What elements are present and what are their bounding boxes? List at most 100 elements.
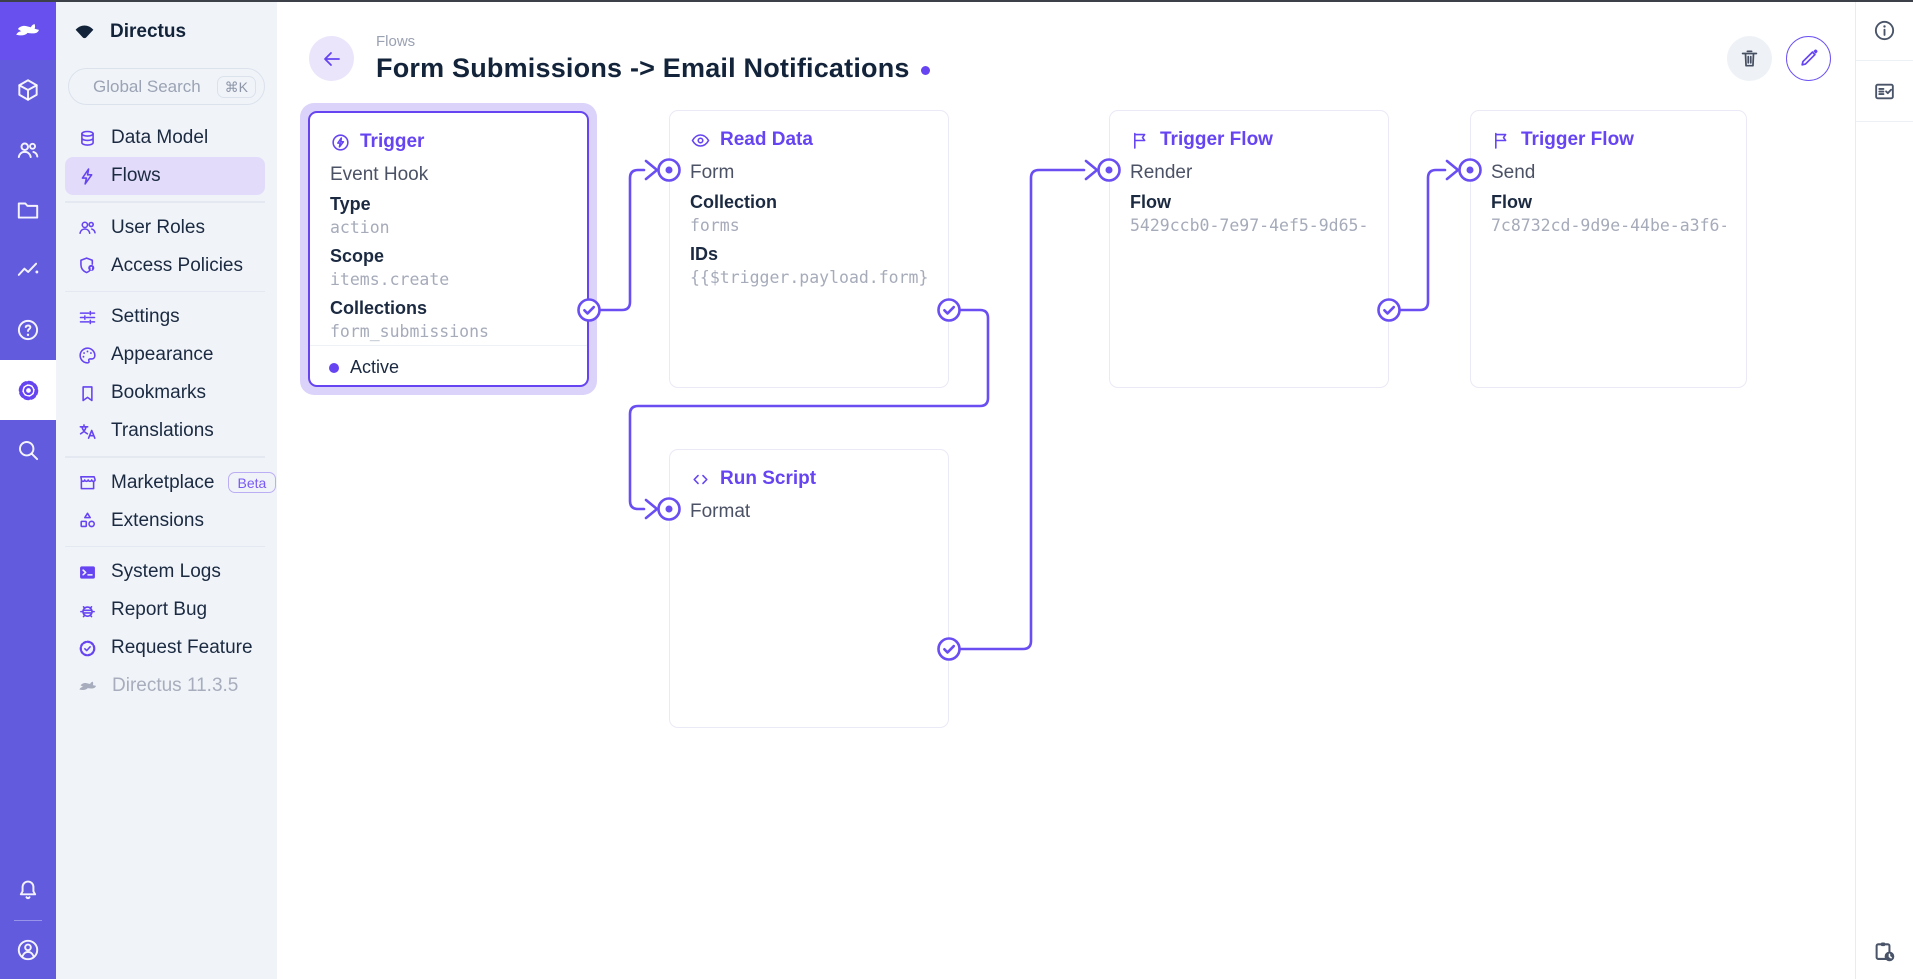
nav-divider [65,456,265,458]
shield-lock-icon [77,255,98,276]
panel-node-name: Form [690,162,735,183]
sidebar-item-system-logs[interactable]: System Logs [65,553,265,591]
panel-node-name: Send [1491,162,1536,183]
status-dot [329,362,339,373]
flow-panel-trigger-flow-render[interactable]: Trigger Flow Render Flow 5429ccb0-7e97-4… [1109,110,1389,388]
beta-badge: Beta [227,472,277,493]
pending-revisions-button[interactable] [1856,938,1913,965]
bug-icon [77,600,98,621]
settings-nav-sidebar: Directus ⌘K Data Model Flows User Roles … [56,0,277,979]
version-label: Directus 11.3.5 [112,675,239,696]
people-icon [15,137,41,163]
module-insights-button[interactable] [0,240,56,300]
code-icon [690,469,711,490]
info-icon [1872,18,1897,43]
people-icon [77,217,98,238]
sidebar-item-label: Request Feature [111,637,253,658]
sidebar-item-settings[interactable]: Settings [65,298,265,336]
wire-trigger-to-read-data [587,168,646,312]
sidebar-item-bookmarks[interactable]: Bookmarks [65,374,265,412]
flow-panel-trigger[interactable]: Trigger Event Hook Type action Scope ite… [308,111,589,387]
back-button[interactable] [309,36,354,81]
sidebar-item-label: Access Policies [111,254,243,276]
arrow-left-icon [320,47,344,71]
arrowhead-icon [1084,159,1099,181]
module-bar-divider [14,920,42,921]
account-button[interactable] [0,921,56,979]
unsaved-dot [920,66,930,75]
sidebar-item-user-roles[interactable]: User Roles [65,209,265,247]
sidebar-fact-check-button[interactable] [1856,61,1913,122]
search-icon [15,437,41,463]
sidebar-item-request-feature[interactable]: Request Feature [65,629,265,667]
fact-check-icon [1872,79,1897,104]
module-bar [0,0,56,979]
module-content-button[interactable] [0,60,56,120]
sidebar-info-button[interactable] [1856,0,1913,61]
breadcrumb[interactable]: Flows [376,33,416,50]
flow-editor-main: Flows Form Submissions -> Email Notifica… [277,0,1855,979]
panel-field: Flow 7c8732cd-9d9e-44be-a3f6-89… [1491,192,1726,235]
module-users-button[interactable] [0,120,56,180]
global-search-input[interactable] [93,76,209,97]
status-label: Active [350,357,400,377]
module-files-button[interactable] [0,180,56,240]
module-search-button[interactable] [0,420,56,480]
sidebar-item-flows[interactable]: Flows [65,157,265,195]
delete-flow-button[interactable] [1727,36,1772,81]
sidebar-item-data-model[interactable]: Data Model [65,119,265,157]
sidebar-item-marketplace[interactable]: Marketplace Beta [65,464,277,502]
trigger-status: Active [310,345,587,385]
sidebar-item-label: Data Model [111,127,209,148]
arrowhead-icon [644,498,659,520]
panel-field: Collection forms [690,192,778,235]
arrowhead-icon [1445,159,1460,181]
bolt-circle-icon [330,132,351,153]
panel-node-name: Format [690,501,751,522]
panel-type-label: Run Script [720,468,817,489]
sidebar-item-extensions[interactable]: Extensions [65,502,265,540]
sidebar-item-label: Translations [111,420,214,441]
rabbit-logo-icon [13,15,43,45]
flow-canvas[interactable]: Trigger Event Hook Type action Scope ite… [277,0,1855,979]
sidebar-item-report-bug[interactable]: Report Bug [65,591,265,629]
flag-icon [1491,130,1512,151]
wire-run-script-to-trigger-flow [947,168,1086,651]
flag-icon [1130,130,1151,151]
edit-flow-button[interactable] [1786,36,1831,81]
sidebar-item-label: Settings [111,306,180,327]
panel-type-label: Trigger [360,131,425,152]
global-search[interactable]: ⌘K [68,68,265,105]
eye-icon [690,130,711,151]
project-header[interactable]: Directus [56,0,277,58]
nav-divider [65,290,265,292]
sidebar-item-appearance[interactable]: Appearance [65,336,265,374]
bookmark-icon [77,383,98,404]
project-icon [72,20,97,45]
panel-type-label: Trigger Flow [1160,129,1273,150]
sidebar-item-label: Bookmarks [111,382,207,403]
sidebar-item-label: Appearance [111,344,214,365]
flow-panel-run-script[interactable]: Run Script Format [669,449,949,728]
translate-icon [77,421,98,442]
flow-panel-read-data[interactable]: Read Data Form Collection forms IDs {{$t… [669,110,949,388]
directus-logo-tile[interactable] [0,0,56,60]
module-settings-button[interactable] [0,360,56,420]
terminal-icon [77,562,98,583]
box-icon [15,77,41,103]
panel-type-label: Read Data [720,129,813,150]
sidebar-item-access-policies[interactable]: Access Policies [65,247,265,285]
sidebar-item-translations[interactable]: Translations [65,412,265,450]
bolt-icon [77,166,98,187]
notifications-button[interactable] [0,860,56,920]
palette-icon [77,345,98,366]
nav-divider [65,201,265,203]
module-help-button[interactable] [0,300,56,360]
sidebar-item-label: Extensions [111,509,204,531]
page-header: Flows Form Submissions -> Email Notifica… [309,33,1831,84]
panel-node-name: Event Hook [330,164,429,185]
folder-icon [15,197,41,223]
extension-icon [77,510,98,531]
flow-panel-trigger-flow-send[interactable]: Trigger Flow Send Flow 7c8732cd-9d9e-44b… [1470,110,1747,388]
